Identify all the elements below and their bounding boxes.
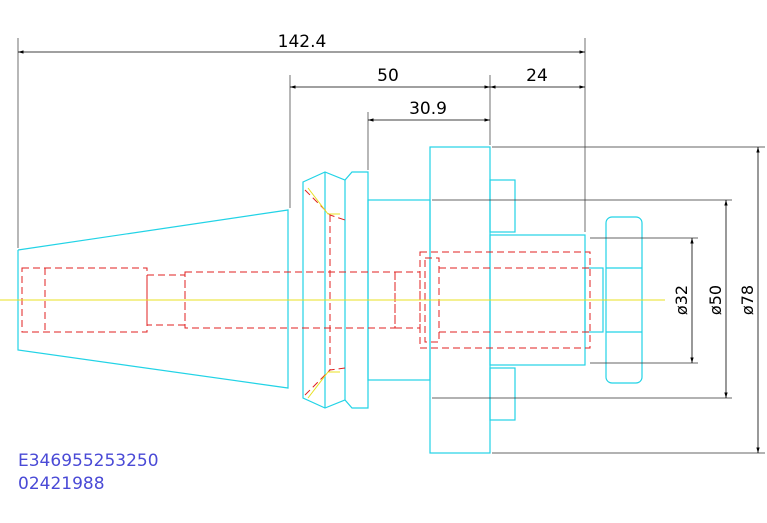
neck — [367, 199, 431, 381]
part-code-line1: E346955253250 — [18, 451, 159, 471]
v-flange — [302, 171, 369, 409]
groove-accent-top — [307, 187, 340, 215]
part-code-line2: 02421988 — [18, 474, 105, 494]
dimension-lines — [17, 38, 765, 454]
drive-lug-bottom — [489, 367, 516, 421]
dim-flange-length: 50 — [377, 66, 399, 86]
drive-lug-top — [489, 179, 516, 233]
groove-accent-bottom — [307, 371, 340, 399]
dim-shank-length: 24 — [526, 66, 548, 86]
taper-outline — [17, 209, 289, 389]
dim-overall-length: 142.4 — [278, 32, 327, 52]
dim-dia-32: ø32 — [672, 285, 691, 315]
dim-dia-78: ø78 — [738, 285, 757, 315]
dim-dia-50: ø50 — [706, 285, 725, 315]
dim-gauge-length: 30.9 — [409, 99, 447, 119]
hidden-lines — [21, 189, 591, 396]
